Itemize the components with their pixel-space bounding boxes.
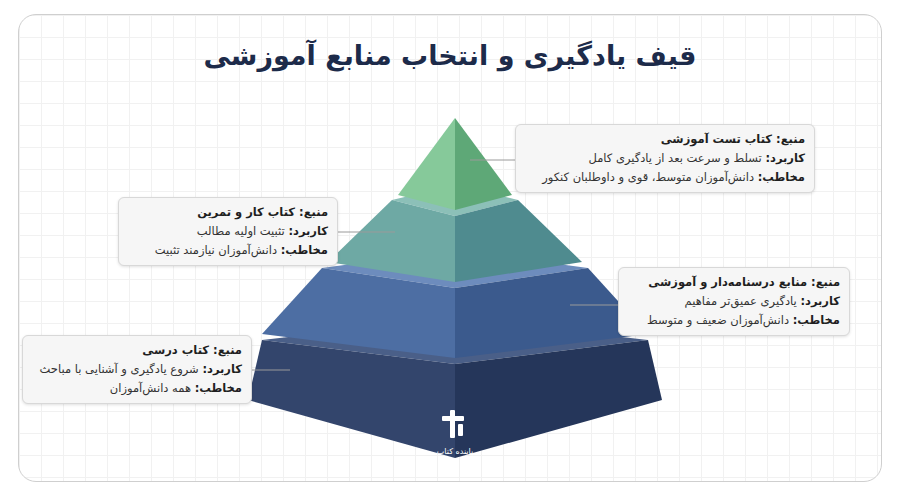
- tier-face: [398, 118, 455, 210]
- callout-box: منبع: کتاب کار و تمرین کاربرد: تثبیت اولی…: [118, 197, 338, 266]
- leader-line: [570, 305, 618, 306]
- field-label: منبع: منابع درسنامه‌دار و آموزشی: [648, 275, 840, 289]
- callout-line: کاربرد: تثبیت اولیه مطالب: [128, 222, 328, 241]
- field-label: مخاطب:: [195, 381, 242, 395]
- field-value: تثبیت اولیه مطالب: [197, 224, 285, 238]
- field-label: منبع: کتاب تست آموزشی: [661, 132, 805, 146]
- field-label: منبع: کتاب درسی: [142, 343, 242, 357]
- field-label: کاربرد:: [800, 294, 840, 308]
- logo-symbol: [442, 410, 464, 438]
- field-label: کاربرد:: [288, 224, 328, 238]
- leader-line: [252, 370, 290, 371]
- field-label: مخاطب:: [793, 313, 840, 327]
- tier-face: [455, 340, 662, 458]
- callout-line: کاربرد: شروع یادگیری و آشنایی با مباحث: [32, 360, 242, 379]
- callout-line: مخاطب: دانش‌آموزان نیازمند تثبیت: [128, 241, 328, 260]
- field-value: تسلط و سرعت بعد از یادگیری کامل: [588, 151, 761, 165]
- callout-line: مخاطب: همه دانش‌آموزان: [32, 379, 242, 398]
- callout-line: منبع: کتاب کار و تمرین: [128, 203, 328, 222]
- field-label: منبع: کتاب کار و تمرین: [197, 205, 328, 219]
- callout-box: منبع: منابع درسنامه‌دار و آموزشی کاربرد: …: [618, 267, 850, 336]
- watermark-text: پاینده کتاب: [415, 447, 495, 456]
- callout-box: منبع: کتاب تست آموزشی کاربرد: تسلط و سرعت…: [515, 124, 815, 193]
- callout-line: منبع: کتاب تست آموزشی: [525, 130, 805, 149]
- field-value: دانش‌آموزان نیازمند تثبیت: [155, 243, 277, 257]
- field-label: کاربرد:: [765, 151, 805, 165]
- callout-line: کاربرد: یادگیری عمیق‌تر مفاهیم: [628, 292, 840, 311]
- callout-box: منبع: کتاب درسی کاربرد: شروع یادگیری و آش…: [22, 335, 252, 404]
- callout-line: مخاطب: دانش‌آموزان ضعیف و متوسط: [628, 311, 840, 330]
- callout-line: کاربرد: تسلط و سرعت بعد از یادگیری کامل: [525, 149, 805, 168]
- leader-line: [470, 160, 515, 161]
- field-label: مخاطب:: [758, 170, 805, 184]
- field-value: دانش‌آموزان متوسط، قوی و داوطلبان کنکور: [542, 170, 754, 184]
- field-value: یادگیری عمیق‌تر مفاهیم: [685, 294, 797, 308]
- callout-line: منبع: کتاب درسی: [32, 341, 242, 360]
- tier-face: [248, 340, 455, 458]
- field-value: همه دانش‌آموزان: [110, 381, 191, 395]
- field-label: مخاطب:: [281, 243, 328, 257]
- field-label: کاربرد:: [202, 362, 242, 376]
- tier-face: [455, 118, 512, 210]
- tier-face: [455, 200, 582, 282]
- tier-face: [328, 200, 455, 282]
- leader-line: [338, 232, 395, 233]
- field-value: دانش‌آموزان ضعیف و متوسط: [647, 313, 789, 327]
- diagram-title: قیف یادگیری و انتخاب منابع آموزشی: [0, 40, 900, 71]
- callout-line: مخاطب: دانش‌آموزان متوسط، قوی و داوطلبان…: [525, 168, 805, 187]
- field-value: شروع یادگیری و آشنایی با مباحث: [40, 362, 199, 376]
- tier-face: [262, 268, 455, 358]
- callout-line: منبع: منابع درسنامه‌دار و آموزشی: [628, 273, 840, 292]
